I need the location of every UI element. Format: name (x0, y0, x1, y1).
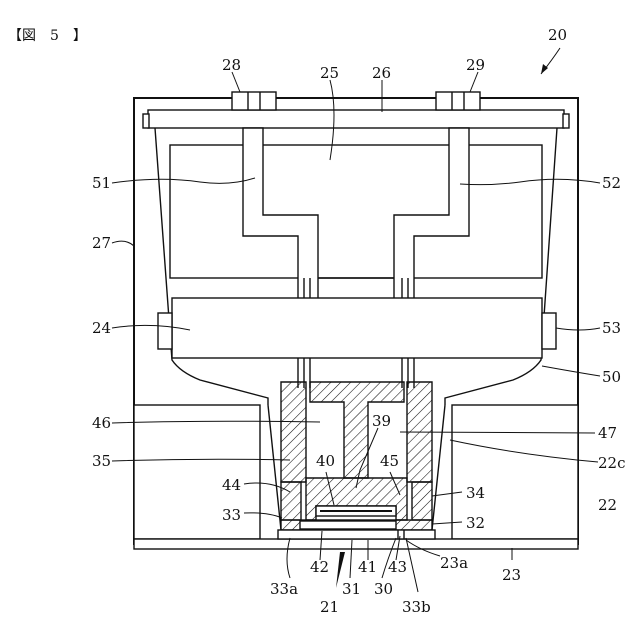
label-29: 29 (466, 56, 485, 74)
side-tab-left (158, 313, 172, 349)
electrode-52 (394, 128, 469, 300)
label-34: 34 (466, 484, 485, 502)
label-33: 33 (222, 506, 241, 524)
label-53: 53 (602, 319, 621, 337)
label-27: 27 (92, 234, 111, 252)
window-31 (300, 521, 396, 529)
label-42: 42 (310, 558, 329, 576)
ref-20-label: 20 (548, 26, 567, 44)
label-23a: 23a (440, 554, 468, 572)
label-21: 21 (320, 598, 339, 616)
label-41: 41 (358, 558, 377, 576)
ref-20-arrow (541, 48, 560, 74)
label-52: 52 (602, 174, 621, 192)
label-47: 47 (598, 424, 617, 442)
label-39: 39 (372, 412, 391, 430)
label-22: 22 (598, 496, 617, 514)
label-40: 40 (316, 452, 335, 470)
container-50 (155, 128, 557, 405)
label-33a: 33a (270, 580, 298, 598)
base-block-left (134, 405, 260, 539)
label-32: 32 (466, 514, 485, 532)
label-30: 30 (374, 580, 393, 598)
label-46: 46 (92, 414, 111, 432)
label-31: 31 (342, 580, 361, 598)
label-43: 43 (388, 558, 407, 576)
lid-right-step (563, 114, 569, 128)
label-50: 50 (602, 368, 621, 386)
label-25: 25 (320, 64, 339, 82)
label-33b: 33b (402, 598, 431, 616)
side-tab-53 (542, 313, 556, 349)
plate-30 (278, 530, 435, 539)
label-35: 35 (92, 452, 111, 470)
label-26: 26 (372, 64, 391, 82)
electrode-51 (243, 128, 318, 300)
holder-wall-46 (281, 382, 306, 482)
label-44: 44 (222, 476, 241, 494)
lid-26 (148, 110, 564, 128)
screw-29 (436, 92, 480, 110)
lid-left-step (143, 114, 149, 128)
chamber-25 (170, 145, 542, 278)
screw-28 (232, 92, 276, 110)
label-22c: 22c (598, 454, 626, 472)
bottom-plate-23 (134, 539, 578, 549)
label-45: 45 (380, 452, 399, 470)
seal-44 (281, 482, 301, 520)
figure-title: 【図 5 】 (8, 28, 87, 44)
pump-block-24 (172, 298, 542, 358)
label-28: 28 (222, 56, 241, 74)
label-23: 23 (502, 566, 521, 584)
label-24: 24 (92, 319, 111, 337)
label-51: 51 (92, 174, 111, 192)
seal-45 (412, 482, 432, 520)
